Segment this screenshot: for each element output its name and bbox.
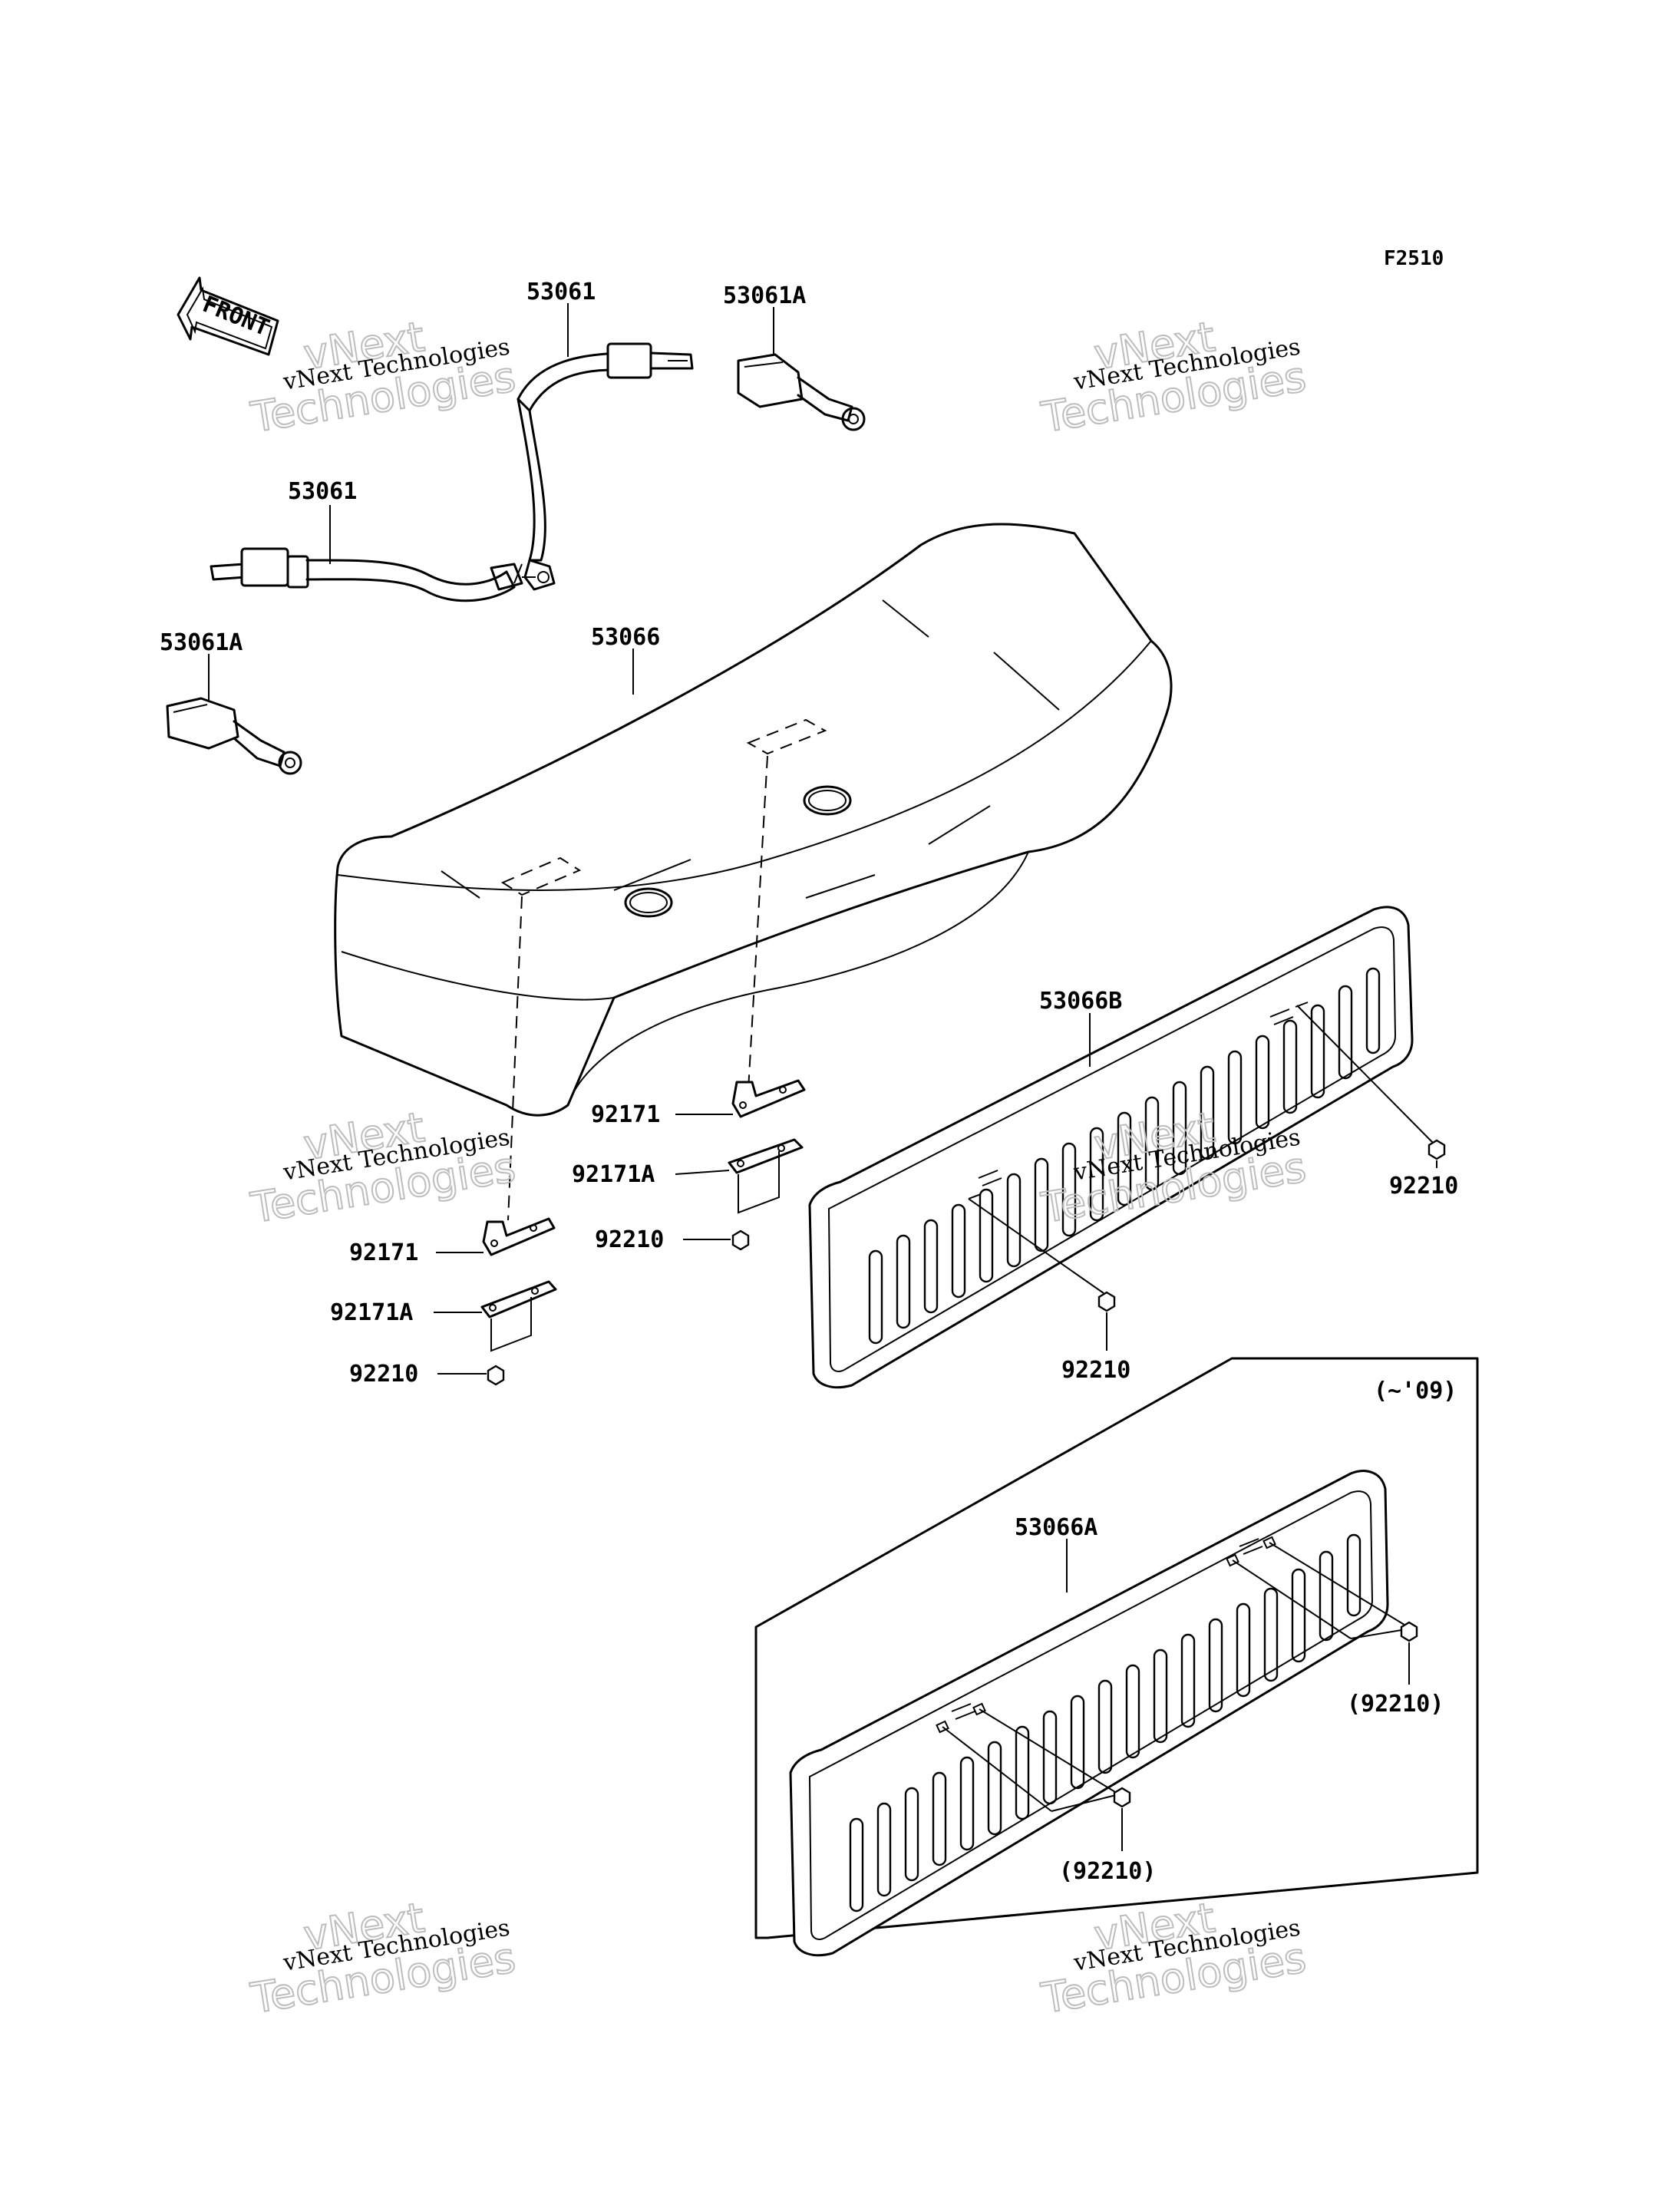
label-nut-panel-a-right: (92210) <box>1347 1691 1444 1718</box>
nut-panel-a-right-icon <box>1400 1621 1418 1642</box>
panel-b-slots <box>868 967 1381 1345</box>
label-bracket-center: 92171 <box>591 1101 660 1128</box>
bracket-center-drawing <box>731 1079 806 1118</box>
watermark-bottom-right: vNext Technologies vNext Technologies <box>1037 1893 1309 2024</box>
nut-panel-b-bottom-icon <box>1097 1291 1116 1312</box>
bracket-a-left-drawing <box>480 1280 557 1352</box>
label-nut-panel-b-bottom: 92210 <box>1061 1357 1130 1384</box>
watermark-bottom-left: vNext Technologies vNext Technologies <box>246 1893 519 2024</box>
label-buckle-upper: 53061A <box>723 282 806 309</box>
model-range-frame <box>754 1357 1479 1939</box>
watermark-top-right: vNext Technologies vNext Technologies <box>1037 312 1309 443</box>
nut-panel-a-bottom-icon <box>1113 1787 1131 1808</box>
label-bracket-a-left: 92171A <box>330 1299 413 1326</box>
label-bracket-left: 92171 <box>349 1239 418 1266</box>
screw-line-b-bottom <box>968 1198 1104 1294</box>
seat-belt-left-drawing <box>210 547 536 602</box>
panel-a-slots <box>849 1533 1361 1913</box>
label-buckle-left: 53061A <box>160 629 243 656</box>
bracket-a-center-drawing <box>728 1138 804 1214</box>
buckle-left-drawing <box>166 697 302 775</box>
label-model-range: (~'09) <box>1374 1378 1457 1404</box>
buckle-upper-drawing <box>737 353 866 431</box>
screw-lines-a-bottom <box>942 1708 1120 1812</box>
mount-line-center <box>748 755 768 1091</box>
front-arrow-icon: FRONT <box>177 276 279 356</box>
nut-left-icon <box>487 1365 505 1386</box>
label-nut-center: 92210 <box>595 1226 664 1253</box>
rear-panel-a-drawing <box>789 1470 1389 1957</box>
mount-line-left <box>507 896 523 1221</box>
label-seat: 53066 <box>591 624 660 651</box>
figure-code: F2510 <box>1384 247 1444 270</box>
nut-panel-b-right-icon <box>1428 1139 1446 1160</box>
label-bracket-a-center: 92171A <box>572 1161 655 1188</box>
watermark-top-left: vNext Technologies vNext Technologies <box>246 312 519 443</box>
label-nut-left: 92210 <box>349 1361 418 1388</box>
label-nut-panel-b-right: 92210 <box>1389 1173 1458 1200</box>
nut-center-icon <box>731 1229 750 1251</box>
label-belt-left: 53061 <box>288 478 357 505</box>
label-panel-b: 53066B <box>1039 988 1122 1015</box>
watermark-mid-left: vNext Technologies vNext Technologies <box>246 1102 519 1233</box>
seat-cushion-drawing <box>334 523 1173 1117</box>
label-belt-upper: 53061 <box>526 279 596 305</box>
seat-belt-upper-drawing <box>513 342 694 591</box>
screw-line-b-right <box>1296 1005 1434 1144</box>
label-nut-panel-a-bottom: (92210) <box>1059 1858 1156 1885</box>
rear-panel-b-drawing <box>808 906 1414 1389</box>
bracket-left-drawing <box>482 1217 556 1256</box>
label-panel-a: 53066A <box>1015 1514 1097 1541</box>
leader-bracket-a-center <box>675 1170 730 1175</box>
